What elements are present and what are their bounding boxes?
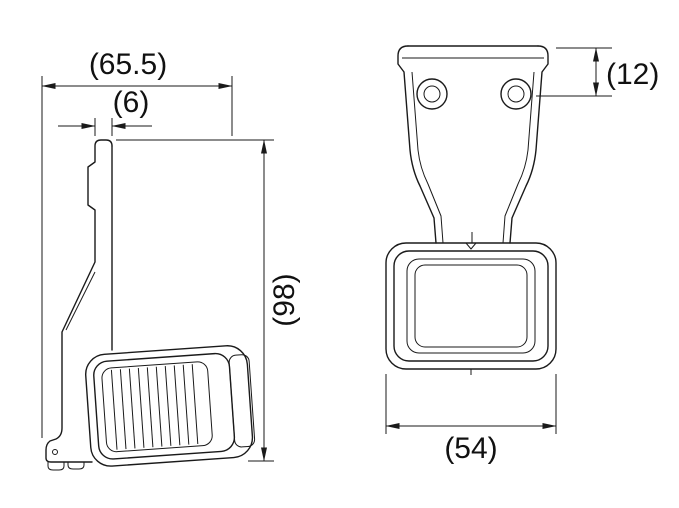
lamp-lens-outer xyxy=(406,258,536,354)
lamp-housing xyxy=(85,345,254,467)
front-lamp xyxy=(385,242,557,375)
lamp-bezel xyxy=(393,250,549,362)
screw-hole-right-inner xyxy=(507,85,525,103)
grille-line xyxy=(110,369,118,450)
screw-hole-right xyxy=(500,78,532,110)
dimension-lamp-width: (54) xyxy=(385,374,557,465)
front-view: (12) (54) xyxy=(385,45,659,465)
dimension-label-lamp-width: (54) xyxy=(444,432,497,465)
grille-line xyxy=(173,365,181,446)
dimension-label-overall-width: (65.5) xyxy=(89,48,167,81)
lamp-grille-lines xyxy=(110,364,199,450)
grille-line xyxy=(164,366,172,446)
grille-line xyxy=(191,364,199,445)
lamp-lens-inner xyxy=(414,264,528,348)
grille-line xyxy=(137,367,145,448)
dimension-arm-thickness: (6) xyxy=(58,86,152,136)
grille-line xyxy=(128,368,136,449)
bracket-outline-right xyxy=(509,45,549,244)
lamp-bezel xyxy=(93,352,236,460)
foot-bump xyxy=(47,462,65,471)
bracket-inner-left xyxy=(411,71,444,244)
grille-line xyxy=(146,367,154,448)
foot-detail xyxy=(52,449,58,455)
grille-line xyxy=(119,369,127,450)
side-silhouette xyxy=(45,139,113,463)
dimension-height: (98) xyxy=(116,139,301,462)
dimension-bracket-offset: (12) xyxy=(536,47,659,97)
grille-line xyxy=(182,364,190,445)
dimension-label-height: (98) xyxy=(268,273,301,326)
grille-line xyxy=(155,366,163,447)
dimension-label-arm-thickness: (6) xyxy=(113,86,150,119)
lamp-grille-frame xyxy=(101,361,213,453)
side-view: (65.5) (6) (98) xyxy=(41,48,301,471)
lamp-rear-cap xyxy=(228,354,256,448)
dimension-label-bracket-offset: (12) xyxy=(606,58,659,91)
screw-hole-left-inner xyxy=(423,85,441,103)
bracket-inner-right xyxy=(502,71,535,244)
side-lamp xyxy=(85,345,256,467)
foot-bump xyxy=(67,462,85,470)
bracket-outline-left xyxy=(397,45,437,244)
front-bracket xyxy=(397,45,549,244)
screw-hole-left xyxy=(416,78,448,110)
top-notch xyxy=(465,242,477,250)
dimension-overall-width: (65.5) xyxy=(41,48,233,438)
side-body xyxy=(45,139,113,471)
gusset-line xyxy=(65,271,96,331)
